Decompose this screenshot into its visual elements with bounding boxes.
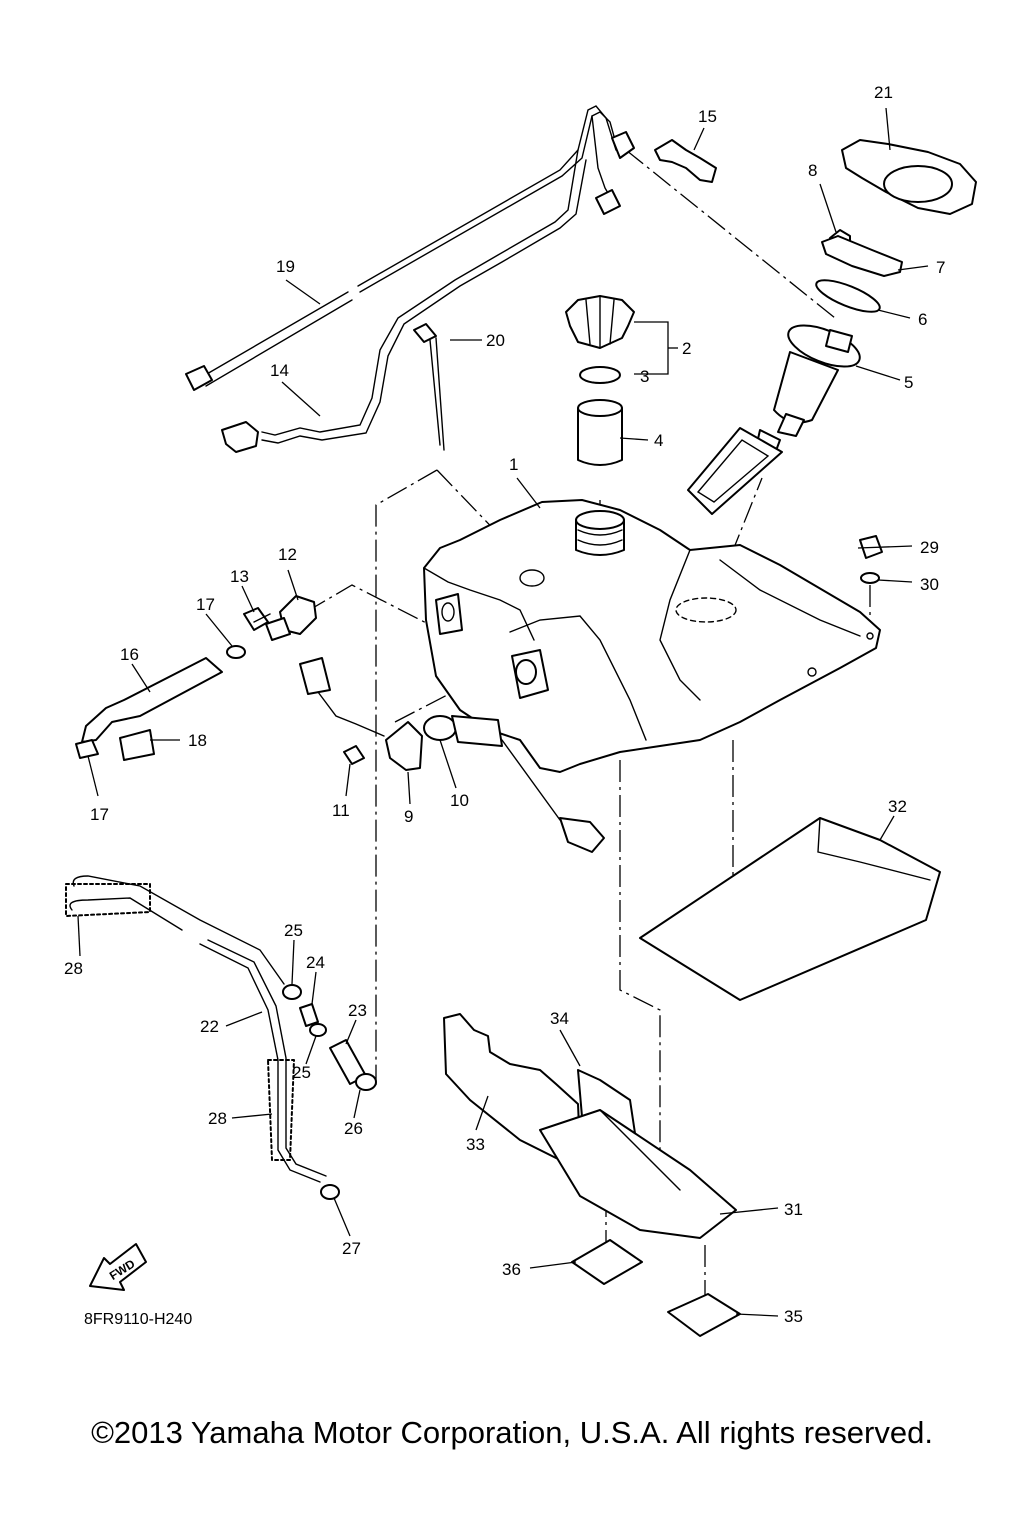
- pad-35: [667, 1293, 741, 1337]
- gasket: [579, 366, 621, 384]
- cable-tie: [413, 323, 445, 451]
- pump-cover: [841, 139, 977, 215]
- part-number-31: 31: [784, 1200, 803, 1219]
- part-number-34: 34: [550, 1009, 569, 1028]
- part-number-28-lower: 28: [208, 1109, 227, 1128]
- part-number-15: 15: [698, 107, 717, 126]
- part-number-24: 24: [306, 953, 325, 972]
- fuel-cock: [243, 595, 317, 641]
- part-number-9: 9: [404, 807, 413, 826]
- part-number-25-lower: 25: [292, 1063, 311, 1082]
- part-number-27: 27: [342, 1239, 361, 1258]
- part-number-13: 13: [230, 567, 249, 586]
- part-number-10: 10: [450, 791, 469, 810]
- part-number-8: 8: [808, 161, 817, 180]
- part-number-14: 14: [270, 361, 289, 380]
- part-number-7: 7: [936, 258, 945, 277]
- part-number-20: 20: [486, 331, 505, 350]
- breather-hose: [65, 875, 377, 1200]
- filler-neck: [577, 399, 623, 466]
- fuel-tank: [423, 499, 881, 773]
- part-number-35: 35: [784, 1307, 803, 1326]
- part-number-32: 32: [888, 797, 907, 816]
- leader-lines: [77, 107, 929, 1317]
- fuel-hose: [75, 645, 246, 761]
- part-number-12: 12: [278, 545, 297, 564]
- heat-shield-lower: [443, 1013, 737, 1239]
- part-number-6: 6: [918, 310, 927, 329]
- part-number-18: 18: [188, 731, 207, 750]
- part-number-labels: 1 2 3 4 5 6 7 8 9 10 11 12 13 14 15 16 1…: [64, 83, 945, 1326]
- part-number-5: 5: [904, 373, 913, 392]
- copyright-notice: ©2013 Yamaha Motor Corporation, U.S.A. A…: [91, 1415, 933, 1450]
- fuel-sender: [299, 657, 605, 853]
- part-number-19: 19: [276, 257, 295, 276]
- part-number-28-upper: 28: [64, 959, 83, 978]
- heat-shield-upper: [639, 817, 941, 1001]
- o-ring: [815, 279, 881, 313]
- forward-direction-arrow: FWD: [89, 1243, 147, 1291]
- fuel-cap: [565, 295, 635, 349]
- part-number-25-upper: 25: [284, 921, 303, 940]
- part-number-22: 22: [200, 1017, 219, 1036]
- part-number-29: 29: [920, 538, 939, 557]
- part-number-16: 16: [120, 645, 139, 664]
- part-number-17-lower: 17: [90, 805, 109, 824]
- part-number-23: 23: [348, 1001, 367, 1020]
- part-number-11: 11: [332, 801, 350, 820]
- wire-harness: [185, 105, 635, 453]
- part-number-3: 3: [640, 367, 649, 386]
- part-number-2: 2: [682, 339, 691, 358]
- part-number-1: 1: [509, 455, 518, 474]
- part-number-17-upper: 17: [196, 595, 215, 614]
- bracket: [654, 139, 717, 183]
- pad-36: [571, 1239, 643, 1285]
- part-number-30: 30: [920, 575, 939, 594]
- washer: [860, 572, 880, 584]
- part-number-33: 33: [466, 1135, 485, 1154]
- part-number-21: 21: [874, 83, 893, 102]
- part-number-36: 36: [502, 1260, 521, 1279]
- part-number-4: 4: [654, 431, 663, 450]
- retainer-plate: [821, 235, 903, 277]
- drawing-code: 8FR9110-H240: [84, 1311, 192, 1328]
- part-number-26: 26: [344, 1119, 363, 1138]
- fuel-pump: [687, 324, 861, 515]
